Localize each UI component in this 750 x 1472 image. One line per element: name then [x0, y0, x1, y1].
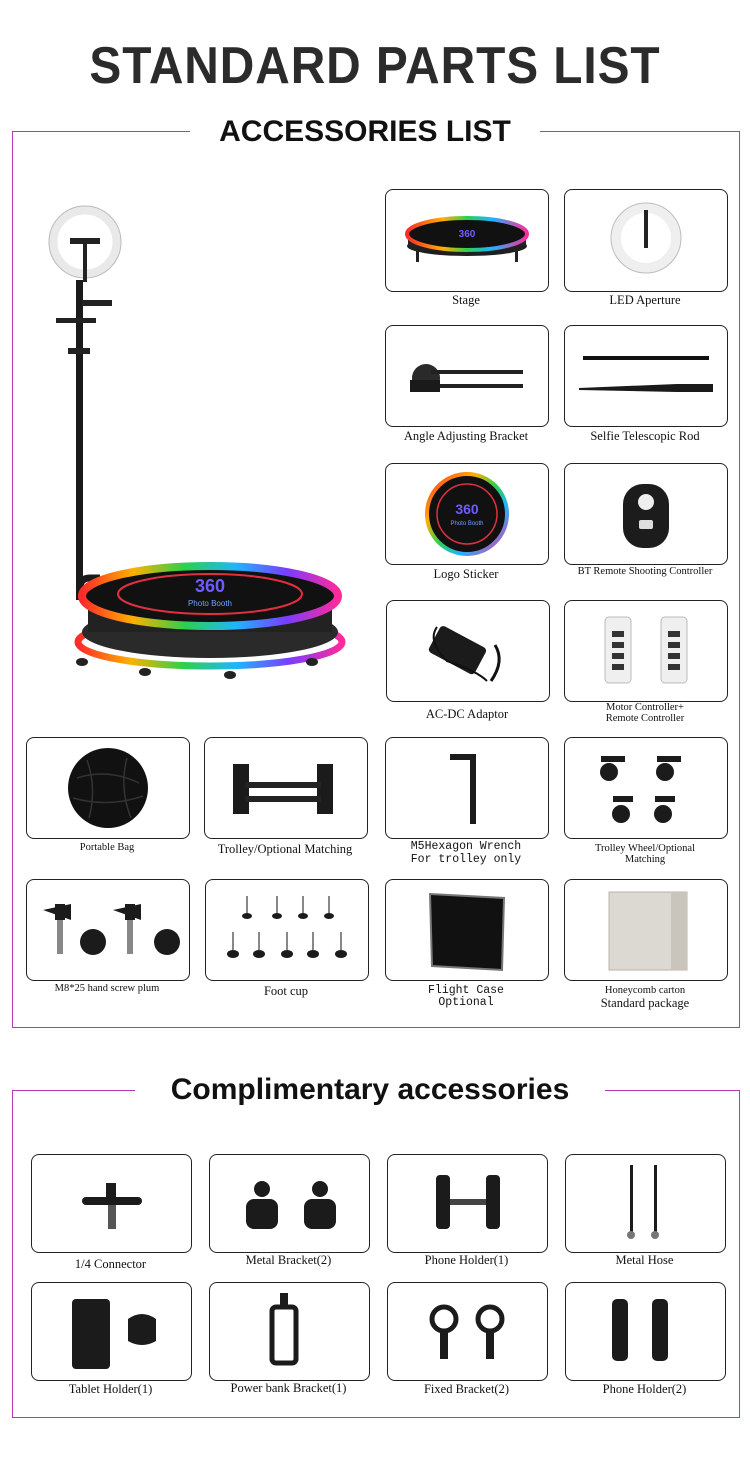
item-label-ac-dc-adaptor: AC-DC Adaptor [425, 707, 509, 721]
svg-text:Photo Booth: Photo Booth [450, 521, 483, 527]
item-card-portable-bag [26, 737, 190, 839]
item-label-logo-sticker: Logo Sticker [433, 567, 499, 581]
item-card-stage: 360 [385, 189, 549, 292]
item-label-selfie-telescopic-rod: Selfie Telescopic Rod [590, 429, 700, 443]
item-card-trolley-wheel [564, 737, 728, 839]
item-label-motor-controller-line2: Remote Controller [605, 713, 685, 724]
item-label-flight-case-line2: Optional [438, 996, 494, 1009]
svg-text:360: 360 [455, 501, 479, 517]
item-card-selfie-telescopic-rod [564, 325, 728, 427]
item-label-hexagon-wrench-line2: For trolley only [410, 853, 522, 866]
comp-label-power-bank-bracket: Power bank Bracket(1) [230, 1381, 347, 1395]
item-label-honeycomb-carton-line1: Honeycomb carton [604, 985, 686, 996]
comp-label-fixed-bracket: Fixed Bracket(2) [423, 1382, 510, 1396]
item-label-bt-remote: BT Remote Shooting Controller [577, 566, 713, 577]
accessories-heading: ACCESSORIES LIST [190, 114, 540, 150]
item-label-stage: Stage [452, 293, 480, 307]
item-label-hexagon-wrench-line1: M5Hexagon Wrench [410, 840, 522, 853]
svg-text:Photo Booth: Photo Booth [188, 599, 232, 608]
item-card-logo-sticker: 360 Photo Booth [385, 463, 549, 565]
comp-card-phone-holder-1 [387, 1154, 548, 1253]
item-label-flight-case-line1: Flight Case [428, 984, 504, 997]
item-label-angle-adjusting-bracket: Angle Adjusting Bracket [403, 429, 529, 443]
item-label-hand-screw-plum: M8*25 hand screw plum [54, 983, 160, 994]
item-label-trolley-wheel-line1: Trolley Wheel/Optional [594, 843, 696, 854]
comp-card-metal-hose [565, 1154, 726, 1253]
item-label-portable-bag: Portable Bag [79, 842, 135, 853]
item-card-led-aperture [564, 189, 728, 292]
svg-text:360: 360 [459, 229, 476, 240]
comp-card-phone-holder-2 [565, 1282, 726, 1381]
item-card-hand-screw-plum [26, 879, 190, 981]
comp-label-metal-bracket: Metal Bracket(2) [245, 1253, 332, 1267]
item-card-ac-dc-adaptor [386, 600, 550, 702]
item-label-led-aperture: LED Aperture [609, 293, 681, 307]
comp-card-connector [31, 1154, 192, 1253]
comp-label-tablet-holder: Tablet Holder(1) [68, 1382, 153, 1396]
item-label-foot-cup: Foot cup [263, 984, 309, 998]
comp-label-metal-hose: Metal Hose [615, 1253, 674, 1267]
item-card-honeycomb-carton [564, 879, 728, 981]
svg-text:360: 360 [195, 576, 225, 596]
item-label-honeycomb-carton-line2: Standard package [600, 996, 690, 1010]
comp-card-power-bank-bracket [209, 1282, 370, 1381]
item-card-angle-adjusting-bracket [385, 325, 549, 427]
item-card-bt-remote [564, 463, 728, 565]
item-card-trolley [204, 737, 368, 839]
photo-booth-illustration: 360 Photo Booth [40, 200, 360, 690]
comp-card-fixed-bracket [387, 1282, 548, 1381]
comp-label-phone-holder-1: Phone Holder(1) [424, 1253, 509, 1267]
item-label-trolley-wheel-line2: Matching [624, 854, 666, 865]
item-card-foot-cup [205, 879, 369, 981]
item-label-motor-controller-line1: Motor Controller+ [606, 702, 684, 713]
item-card-motor-controller [564, 600, 728, 702]
comp-label-phone-holder-2: Phone Holder(2) [602, 1382, 687, 1396]
comp-label-connector: 1/4 Connector [74, 1257, 147, 1271]
item-card-hexagon-wrench [385, 737, 549, 839]
comp-card-metal-bracket [209, 1154, 370, 1253]
page-title: STANDARD PARTS LIST [89, 37, 661, 95]
comp-card-tablet-holder [31, 1282, 192, 1381]
item-label-trolley: Trolley/Optional Matching [217, 842, 353, 856]
item-card-flight-case [385, 879, 549, 981]
complimentary-heading: Complimentary accessories [135, 1072, 605, 1108]
